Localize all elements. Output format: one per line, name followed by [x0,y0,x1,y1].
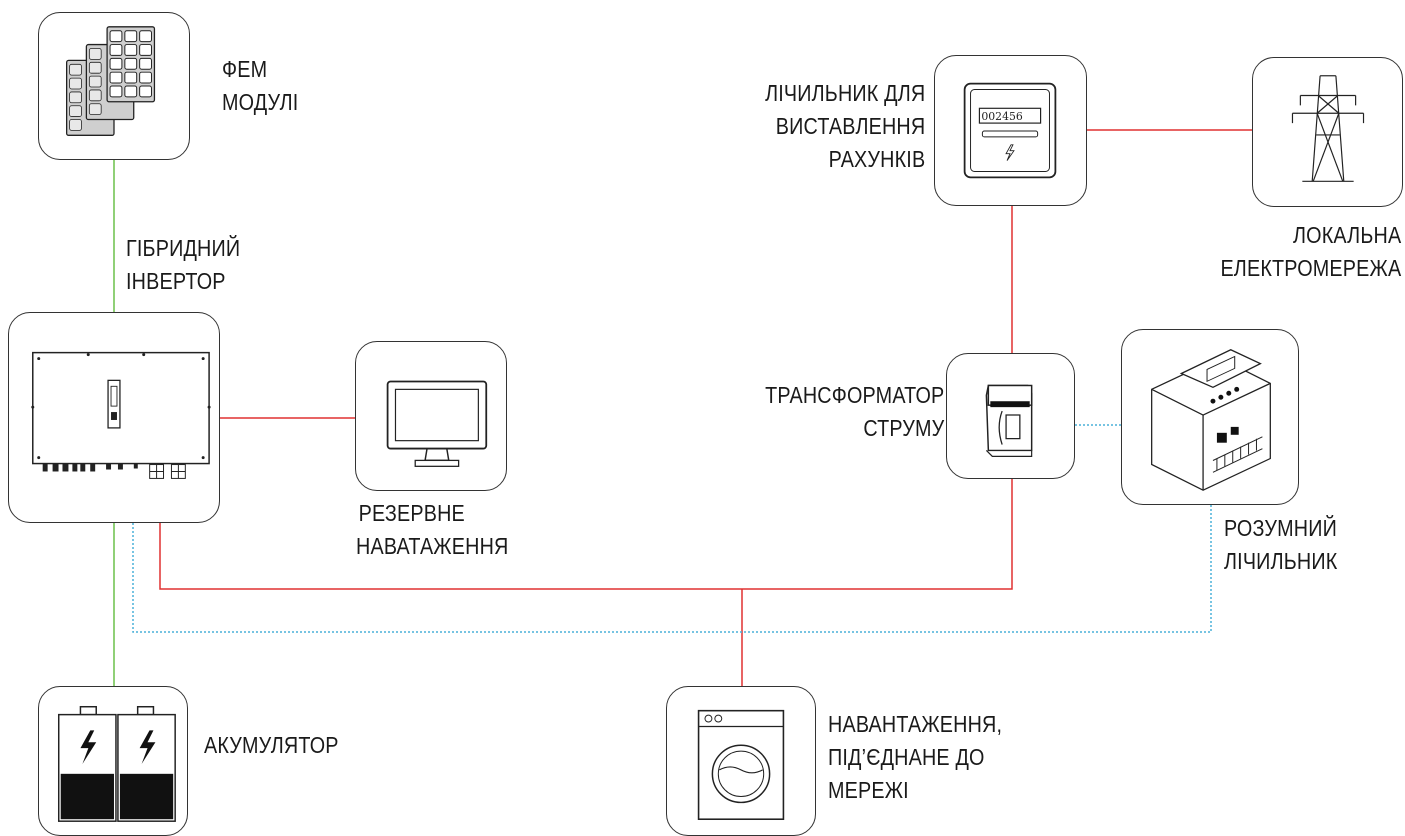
meter-reading: 002456 [981,110,1022,123]
monitor-icon [386,380,488,467]
hybrid-inverter-icon [31,351,211,479]
inverter-ct-ac-wire [159,479,1013,590]
hybrid-inverter-box[interactable] [8,312,220,523]
battery-box[interactable] [38,686,188,836]
current-transformer-box[interactable] [946,353,1075,479]
backup-load-box[interactable] [355,341,507,491]
battery-label: АКУМУЛЯТОР [204,732,339,758]
solar-panel-icon [66,26,156,136]
grid-load-box[interactable] [666,686,816,836]
battery-icon [57,705,176,822]
washing-machine-icon [697,709,785,821]
inverter-smartmeter-comm-wire [132,505,1212,633]
smart-meter-icon [1151,349,1271,491]
local-grid-box[interactable] [1252,57,1403,207]
power-tower-icon [1291,75,1365,182]
smart-meter-box[interactable] [1121,329,1299,505]
current-transformer-icon [985,384,1033,457]
pv-modules-box[interactable] [38,12,190,160]
billing-meter-box[interactable]: 002456 [934,55,1087,206]
energy-meter-icon: 002456 [963,82,1057,179]
